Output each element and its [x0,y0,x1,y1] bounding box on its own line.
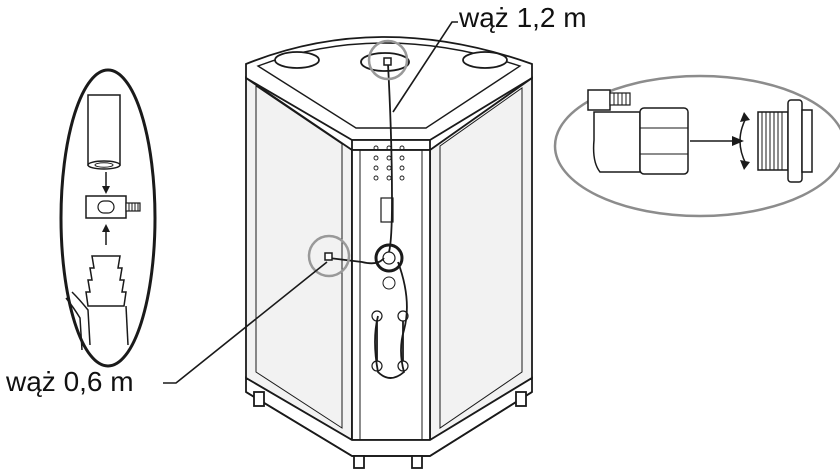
hose-routing [328,63,408,379]
shower-cabin [245,36,533,469]
hose-clamp-detail-inset [59,68,157,368]
leader-hose-long [392,21,458,113]
leader-lines [163,21,458,384]
hose-long-label: wąż 1,2 m [459,2,587,33]
threaded-connector-detail-inset [553,74,840,218]
connection-markers [307,39,409,278]
side-port-marker [307,234,351,278]
leader-hose-short [163,261,328,384]
roof-port-marker [367,39,409,81]
hose-short-label: wąż 0,6 m [6,366,134,397]
